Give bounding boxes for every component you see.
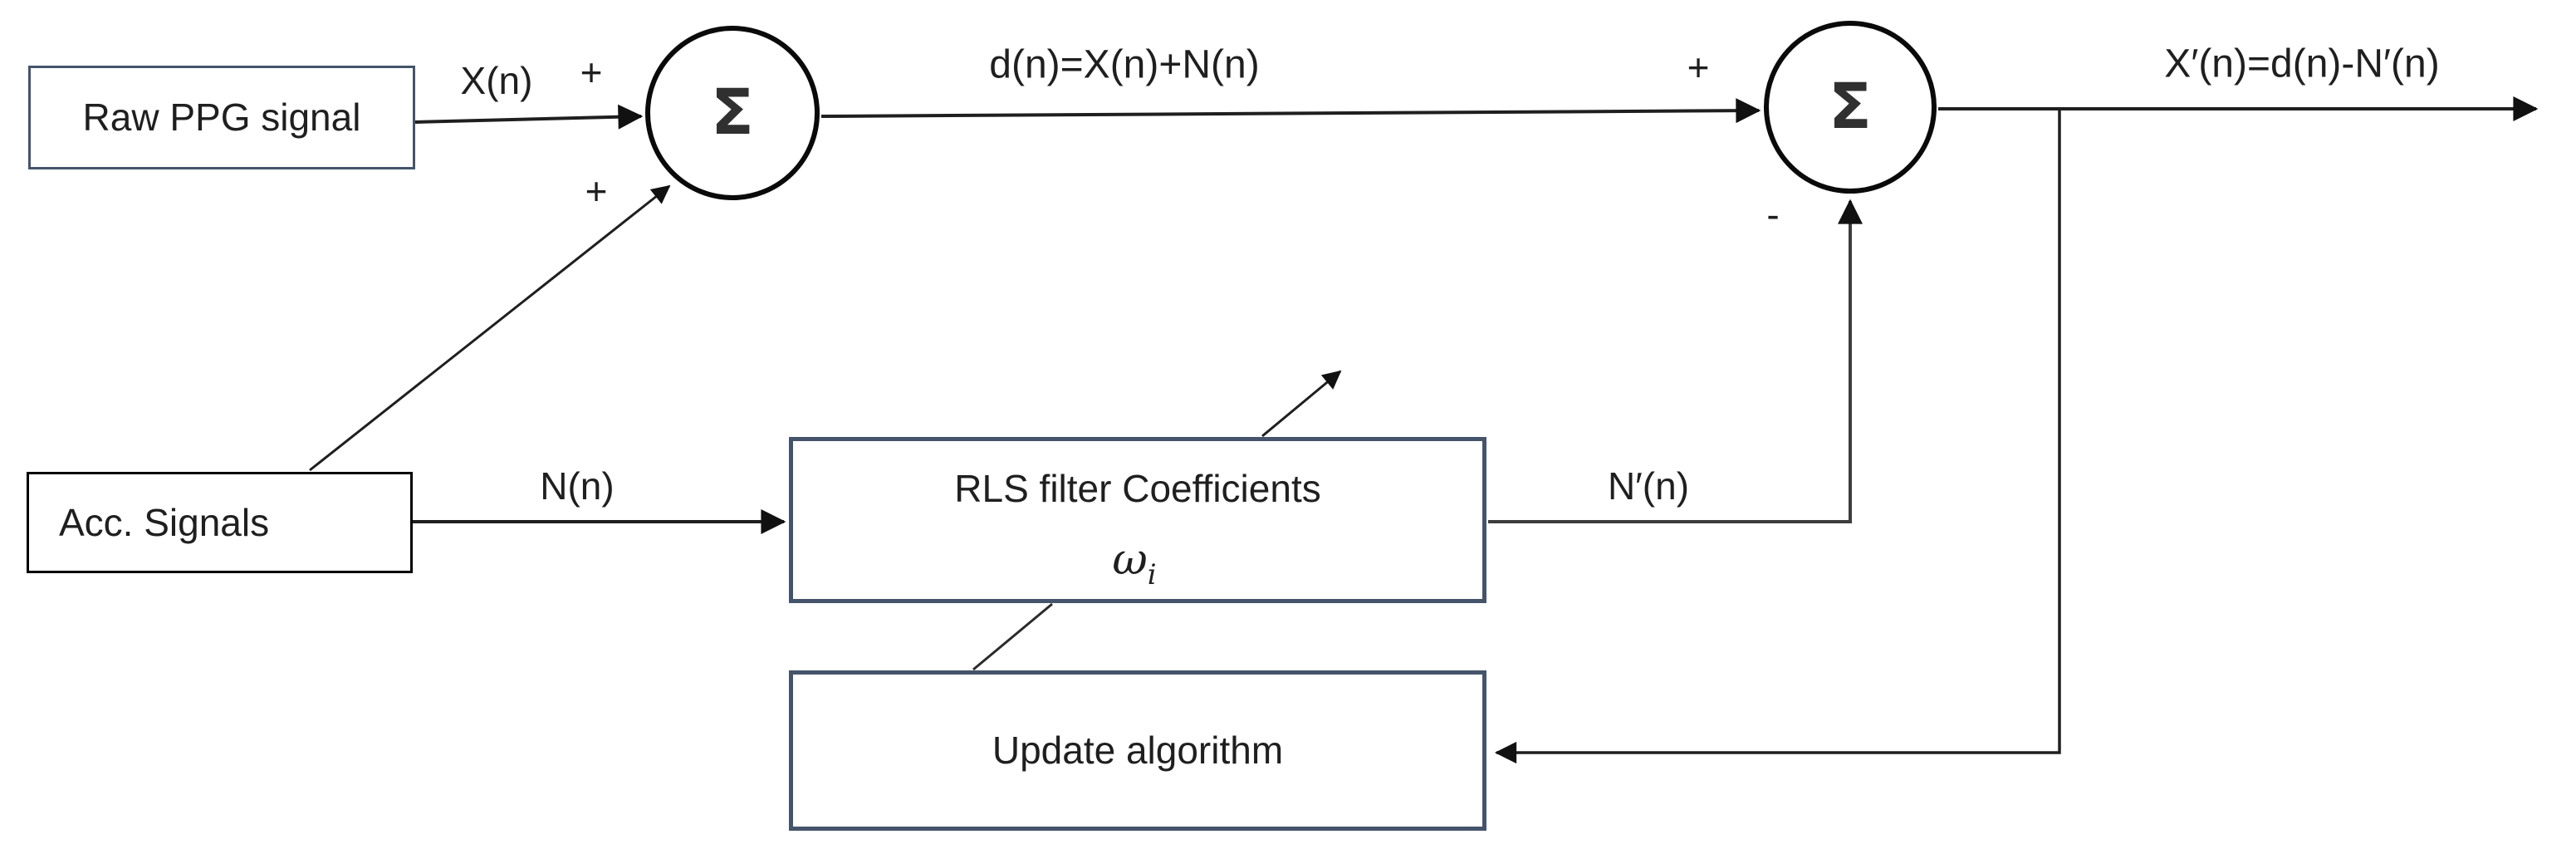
line-update-to-rls (972, 602, 1053, 671)
sigma-symbol-2: Σ (1829, 68, 1872, 143)
arrow-rls-to-sum2 (1488, 199, 1863, 523)
update-algorithm-box: Update algorithm (789, 670, 1486, 831)
signal-label-output: X′(n)=d(n)-N′(n) (2164, 42, 2440, 86)
signal-label-xn: X(n) (460, 59, 533, 102)
acc-signals-box: Acc. Signals (27, 472, 413, 573)
rls-omega-coefficients: ωi (1112, 535, 1156, 589)
arrow-raw-to-sum1 (414, 104, 644, 130)
raw-ppg-label: Raw PPG signal (82, 96, 361, 140)
signal-label-dn: d(n)=X(n)+N(n) (989, 42, 1260, 87)
signal-label-nprime: N′(n) (1607, 464, 1690, 508)
omega-symbol: ω (1112, 535, 1148, 585)
sigma-symbol-1: Σ (711, 74, 754, 149)
omega-subscript: i (1147, 558, 1157, 591)
rls-filter-label: RLS filter Coefficients (954, 467, 1321, 510)
update-algorithm-label: Update algorithm (992, 729, 1284, 773)
raw-ppg-box: Raw PPG signal (28, 66, 415, 169)
plus-sign-d-input: + (1687, 46, 1710, 89)
minus-sign-nprime-input: - (1766, 193, 1780, 236)
summing-node-1: Σ (645, 26, 820, 200)
signal-label-nn: N(n) (540, 464, 615, 508)
arrow-rls-adaptive (1261, 370, 1342, 438)
acc-signals-label: Acc. Signals (59, 500, 270, 544)
arrow-feedback-to-update (1494, 109, 2061, 764)
plus-sign-acc-input: + (585, 169, 608, 213)
summing-node-2: Σ (1764, 21, 1937, 194)
arrow-sum1-to-sum2 (820, 98, 1761, 124)
arrow-acc-to-sum1 (309, 184, 671, 472)
plus-sign-x-input: + (580, 51, 603, 94)
rls-filter-box (789, 437, 1486, 603)
